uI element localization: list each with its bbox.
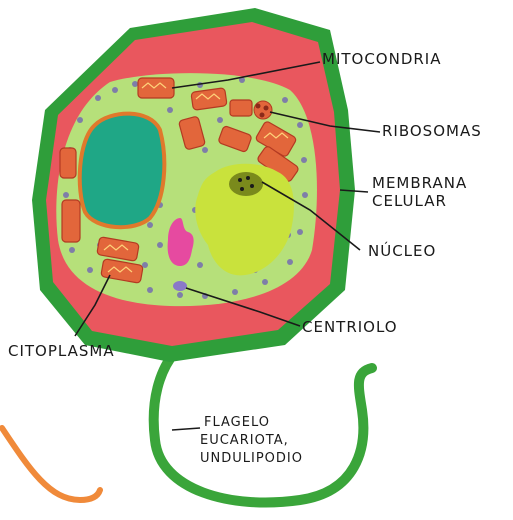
mitochondrion — [62, 200, 80, 242]
nucleolus — [229, 172, 263, 196]
flagellum-label-line3: UNDULIPODIO — [200, 451, 303, 466]
ribosomes-label: RIBOSOMAS — [382, 122, 482, 140]
membrane-label-line2: CELULAR — [372, 192, 447, 210]
flagellum-leader — [172, 428, 200, 430]
cytoplasm-label: CITOPLASMA — [8, 342, 115, 360]
ribosomes — [254, 101, 272, 119]
stray-orange-curve — [2, 428, 100, 500]
membrane-label-line1: MEMBRANA — [372, 174, 467, 192]
mitochondrion — [138, 78, 174, 98]
centriole-label: CENTRIOLO — [302, 318, 398, 336]
flagellum-label-line1: FLAGELO — [204, 415, 270, 430]
nucleus-label: NÚCLEO — [368, 241, 436, 260]
mitochondrion — [230, 100, 252, 116]
flagellum-label-line2: EUCARIOTA, — [200, 433, 289, 448]
mitochondria-label: MITOCONDRIA — [322, 50, 442, 68]
mitochondrion — [60, 148, 76, 178]
vacuole — [80, 114, 165, 228]
centriole — [173, 281, 187, 291]
